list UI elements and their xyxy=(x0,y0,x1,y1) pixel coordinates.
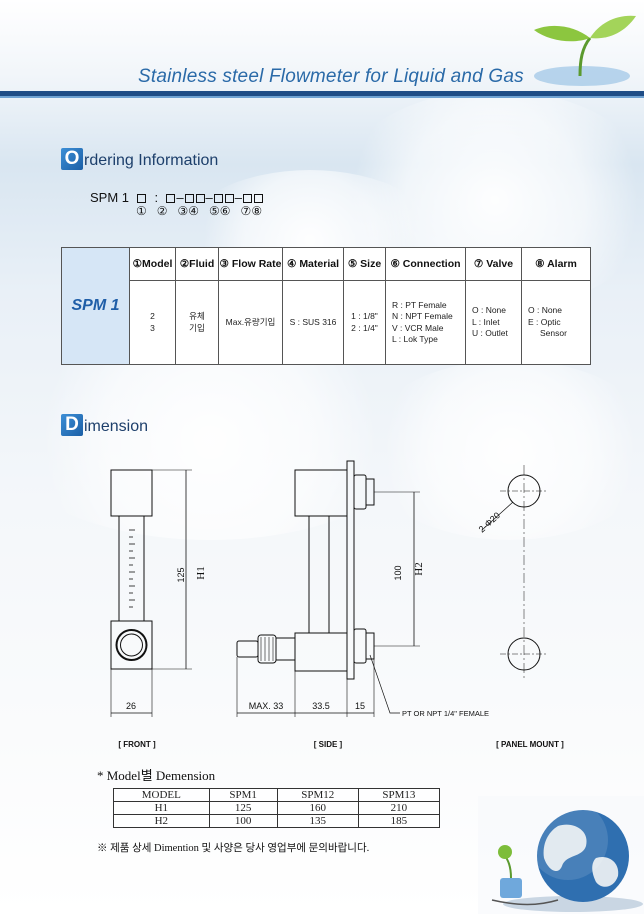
ordering-section-title: O rdering Information xyxy=(61,148,218,170)
order-code-numbers: ① ② ③④ ⑤⑥ ⑦⑧ xyxy=(136,204,263,218)
ordering-cap-letter: O xyxy=(61,148,83,170)
header-rule-accent xyxy=(0,96,644,98)
dimension-title-rest: imension xyxy=(84,418,149,435)
order-valve-value: O : None xyxy=(472,305,507,316)
dim-table-cell: 100 xyxy=(208,814,278,828)
order-connection-value: V : VCR Male xyxy=(392,322,444,333)
dim-table-cell: H1 xyxy=(113,801,210,815)
ordering-title-rest: rdering xyxy=(84,152,139,169)
page-header-title: Stainless steel Flowmeter for Liquid and… xyxy=(138,66,524,87)
dim-table-cell: 210 xyxy=(357,801,441,815)
header-rule xyxy=(0,91,644,96)
order-size-value: 1 : 1/8" xyxy=(351,311,378,321)
order-fluid-value: 유체 xyxy=(189,311,205,321)
dim-label-33-5: 33.5 xyxy=(312,701,330,711)
table-row: H1 125 160 210 xyxy=(113,801,441,815)
order-header: ⑦ Valve xyxy=(465,247,522,281)
dim-table-header: SPM12 xyxy=(276,788,359,802)
front-port-outer xyxy=(115,629,148,661)
dim-label-hole: 2-Φ20 xyxy=(477,510,502,534)
dim-label-15: 15 xyxy=(355,701,365,711)
dim-table-cell: H2 xyxy=(113,814,210,828)
dim-table-header: SPM1 xyxy=(208,788,278,802)
ordering-title-text: rdering Information xyxy=(84,152,218,170)
cloud-decoration xyxy=(360,360,644,540)
order-model-name: SPM 1 xyxy=(71,297,120,314)
front-body-top xyxy=(110,469,153,517)
order-table: SPM 1 ①Model ②Fluid ③ Flow Rate ④ Materi… xyxy=(61,247,591,365)
cloud-decoration xyxy=(0,340,420,540)
order-header: ⑤ Size xyxy=(343,247,386,281)
dim-label-26: 26 xyxy=(126,701,136,711)
dim-table-cell: 185 xyxy=(357,814,441,828)
ordering-title-rest2: nformation xyxy=(142,152,219,169)
order-material: S : SUS 316 xyxy=(282,280,344,365)
dim-label-h2: H2 xyxy=(413,562,425,575)
order-header: ⑧ Alarm xyxy=(521,247,591,281)
dim-label-h1: H1 xyxy=(195,566,207,579)
order-header: ⑥ Connection xyxy=(385,247,466,281)
order-fluid-value: 기입 xyxy=(189,322,205,333)
view-label-side: [ SIDE ] xyxy=(314,740,343,749)
table-row: H2 100 135 185 xyxy=(113,814,441,828)
order-valve-value: L : Inlet xyxy=(472,316,500,327)
footnote: ※ 제품 상세 Dimention 및 사양은 당사 영업부에 문의바랍니다. xyxy=(97,843,370,854)
order-model-value: 3 xyxy=(150,322,155,333)
dim-label-125: 125 xyxy=(176,567,186,582)
dimension-cap-letter: D xyxy=(61,414,83,436)
front-tube xyxy=(118,515,145,622)
order-code: SPM 1 : ––– xyxy=(90,190,264,205)
dim-table-cell: 125 xyxy=(208,801,278,815)
order-alarm-value: O : None xyxy=(528,305,563,316)
side-body-top xyxy=(294,469,348,517)
sprout-icon xyxy=(534,15,636,86)
dimension-section-title: D imension xyxy=(61,414,148,436)
order-model-name-cell: SPM 1 xyxy=(61,247,130,365)
order-alarm-value: E : Optic xyxy=(528,316,561,327)
dim-label-100: 100 xyxy=(393,565,403,580)
order-header: ①Model xyxy=(129,247,176,281)
order-connection-value: R : PT Female xyxy=(392,299,447,310)
order-valve-value: U : Outlet xyxy=(472,328,508,339)
order-header: ④ Material xyxy=(282,247,344,281)
ordering-title-cap2: I xyxy=(138,152,143,169)
order-connection-value: N : NPT Female xyxy=(392,311,453,321)
side-body-bottom xyxy=(294,632,348,672)
dim-table-cell: 160 xyxy=(276,801,359,815)
dim-table: MODEL SPM1 SPM12 SPM13 H1 125 160 210 H2… xyxy=(113,788,441,828)
dim-label-max33: MAX. 33 xyxy=(249,701,284,711)
dim-table-header: MODEL xyxy=(113,788,210,802)
order-flow-rate: Max.유량기입 xyxy=(218,280,283,365)
order-alarm-value: Sensor xyxy=(540,328,567,339)
dim-table-header: SPM13 xyxy=(357,788,441,802)
order-model-value: 2 xyxy=(150,311,155,321)
dimension-drawing: 125 H1 26 100 H2 MAX. 33 33.5 15 2-Φ20 P… xyxy=(110,460,564,749)
front-body-bottom xyxy=(110,620,153,670)
order-size-value: 2 : 1/4" xyxy=(351,322,378,333)
dim-label-port: PT OR NPT 1/4" FEMALE xyxy=(402,709,489,718)
order-header: ②Fluid xyxy=(175,247,219,281)
order-size-values: 1 : 1/8"2 : 1/4" xyxy=(343,280,386,365)
order-header: ③ Flow Rate xyxy=(218,247,283,281)
order-code-prefix: SPM 1 xyxy=(90,190,130,205)
dim-table-cell: 135 xyxy=(276,814,359,828)
order-connection-value: L : Lok Type xyxy=(392,334,438,344)
globe-icon xyxy=(478,796,644,914)
view-label-panel-mount: [ PANEL MOUNT ] xyxy=(496,740,564,749)
dim-table-title: * Model별 Demension xyxy=(97,768,216,783)
view-label-front: [ FRONT ] xyxy=(118,740,156,749)
